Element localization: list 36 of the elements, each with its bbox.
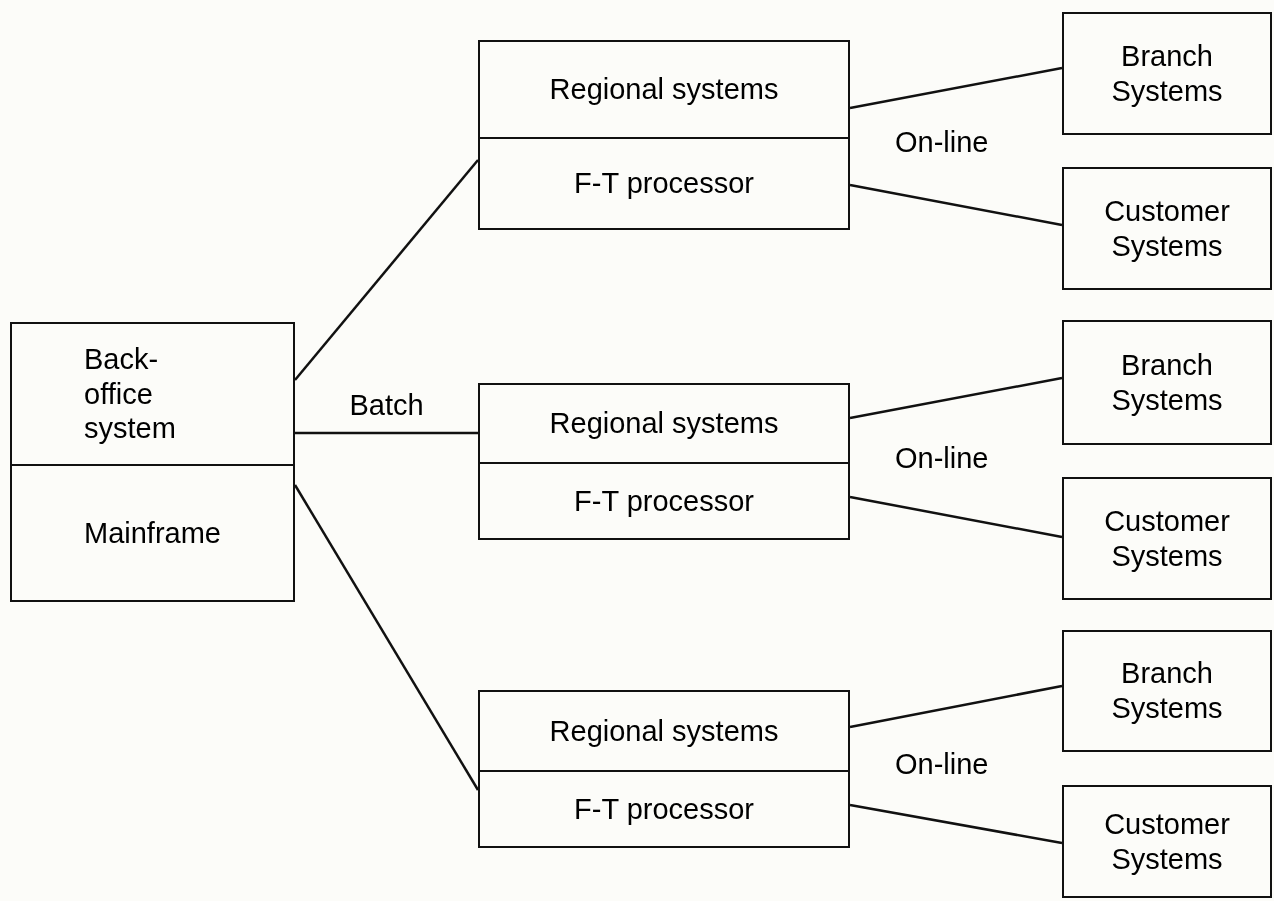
box-text: F-T processor xyxy=(574,791,754,827)
box-text: Back- office system xyxy=(84,341,177,447)
connector-line xyxy=(849,66,1063,110)
connection-label: On-line xyxy=(895,128,989,157)
system-box xyxy=(1062,785,1272,898)
system-box xyxy=(1062,477,1272,600)
box-text: Regional systems xyxy=(549,72,779,107)
system-box xyxy=(478,40,850,230)
connector-line xyxy=(294,159,479,381)
box-text: Branch Systems xyxy=(1110,656,1224,726)
connector-line xyxy=(849,684,1063,729)
box-text: Mainframe xyxy=(84,515,221,551)
box-text: Regional systems xyxy=(549,713,779,749)
connector-line xyxy=(849,376,1063,420)
box-text: Regional systems xyxy=(549,406,779,441)
box-text: F-T processor xyxy=(574,166,754,201)
box-text: Branch Systems xyxy=(1110,38,1224,109)
system-box xyxy=(1062,320,1272,445)
system-box xyxy=(1062,167,1272,290)
box-text: Customer Systems xyxy=(1103,503,1231,574)
box-text: F-T processor xyxy=(574,483,754,519)
box-text: Customer Systems xyxy=(1103,806,1231,877)
connection-label: On-line xyxy=(895,750,989,779)
connection-label: On-line xyxy=(895,444,989,473)
connector-line xyxy=(295,431,478,435)
system-box xyxy=(1062,630,1272,752)
system-box xyxy=(10,322,295,602)
system-box xyxy=(1062,12,1272,135)
system-box xyxy=(478,383,850,540)
edge-label: Batch xyxy=(349,391,424,420)
connector-line xyxy=(849,183,1063,227)
box-text: Customer Systems xyxy=(1103,193,1231,264)
system-box xyxy=(478,690,850,848)
box-text: Branch Systems xyxy=(1110,347,1224,418)
connector-line xyxy=(849,803,1063,845)
connector-line xyxy=(849,495,1063,539)
